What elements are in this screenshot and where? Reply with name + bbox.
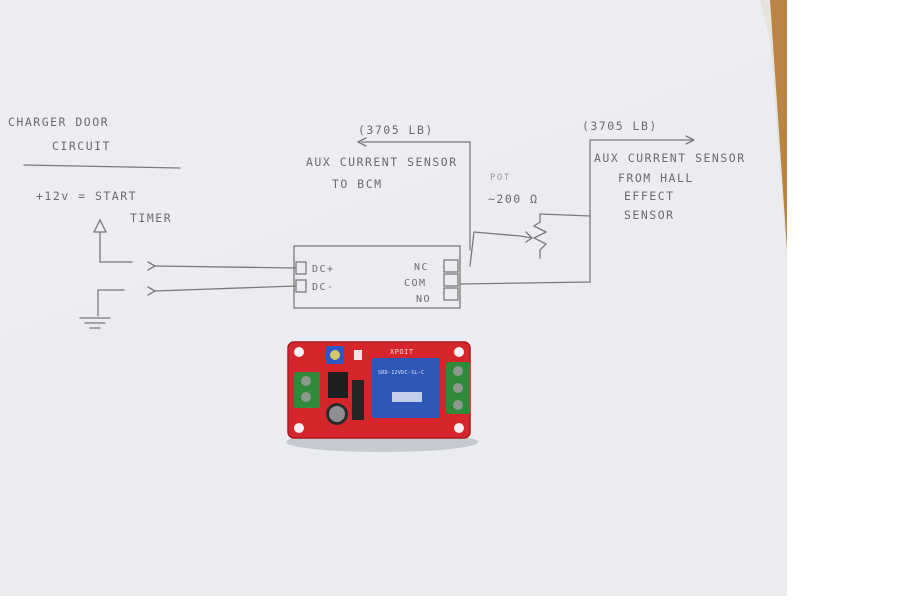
right-terminal-screw-3 bbox=[453, 400, 463, 410]
relay-pin-nc: NC bbox=[414, 262, 429, 273]
aux-from-hall-label: AUX CURRENT SENSOR bbox=[594, 151, 746, 165]
aux-to-bcm-label-2: TO BCM bbox=[332, 177, 383, 191]
jumper-pins bbox=[352, 380, 364, 420]
mount-hole-tr bbox=[454, 347, 464, 357]
timer-label: TIMER bbox=[130, 211, 172, 225]
charger-door-circuit-label: CIRCUIT bbox=[52, 139, 111, 153]
relay-marking: SRD-12VDC-SL-C bbox=[378, 370, 424, 376]
charger-underline bbox=[23, 164, 181, 169]
relay-pin-com: COM bbox=[404, 278, 427, 289]
capacitor-top bbox=[329, 406, 345, 422]
effect-label: EFFECT bbox=[624, 189, 675, 203]
left-terminal-block bbox=[294, 372, 320, 408]
led bbox=[354, 350, 362, 360]
right-connector-label: (3705 LB) bbox=[582, 119, 658, 133]
relay-pin-dc-minus: DC- bbox=[312, 282, 335, 293]
pot-label: POT bbox=[490, 173, 511, 183]
paper-edge bbox=[0, 0, 787, 596]
relay-pin-dc-plus: DC+ bbox=[312, 264, 335, 275]
mount-hole-bl bbox=[294, 423, 304, 433]
wood-table-shadow bbox=[760, 0, 787, 260]
mount-hole-br bbox=[454, 423, 464, 433]
pot-resistor-symbol bbox=[473, 213, 591, 259]
photo: CHARGER DOOR CIRCUIT +12v = START TIMER … bbox=[0, 0, 787, 596]
timer-ic bbox=[328, 372, 348, 398]
left-terminal-screw-2 bbox=[301, 392, 311, 402]
relay-pin-no: NO bbox=[416, 294, 431, 305]
left-terminal-screw-1 bbox=[301, 376, 311, 386]
left-connector-label: (3705 LB) bbox=[358, 123, 434, 137]
mount-hole-tl bbox=[294, 347, 304, 357]
right-terminal-screw-1 bbox=[453, 366, 463, 376]
sensor-label: SENSOR bbox=[624, 208, 675, 222]
left-connector-arrow bbox=[357, 137, 471, 251]
relay-body bbox=[372, 358, 440, 418]
right-connector-arrow bbox=[459, 135, 695, 285]
paper-sheet-photo: CHARGER DOOR CIRCUIT +12v = START TIMER … bbox=[0, 0, 787, 596]
trimmer-screw bbox=[330, 350, 340, 360]
pot-to-nc-wire bbox=[469, 231, 475, 267]
start-timer-label: +12v = START bbox=[36, 189, 137, 203]
aux-to-bcm-label: AUX CURRENT SENSOR bbox=[306, 155, 458, 169]
relay-module: SRD-12VDC-SL-C XPOIT bbox=[286, 341, 478, 452]
charger-door-label: CHARGER DOOR bbox=[8, 115, 109, 129]
pot-value-label: ~200 Ω bbox=[488, 192, 539, 206]
switch-symbol bbox=[79, 218, 297, 329]
right-terminal-screw-2 bbox=[453, 383, 463, 393]
pcb-marking: XPOIT bbox=[390, 348, 414, 356]
relay-logo-plate bbox=[392, 392, 422, 402]
relay-box-drawing bbox=[293, 245, 461, 309]
from-hall-label: FROM HALL bbox=[618, 171, 694, 185]
